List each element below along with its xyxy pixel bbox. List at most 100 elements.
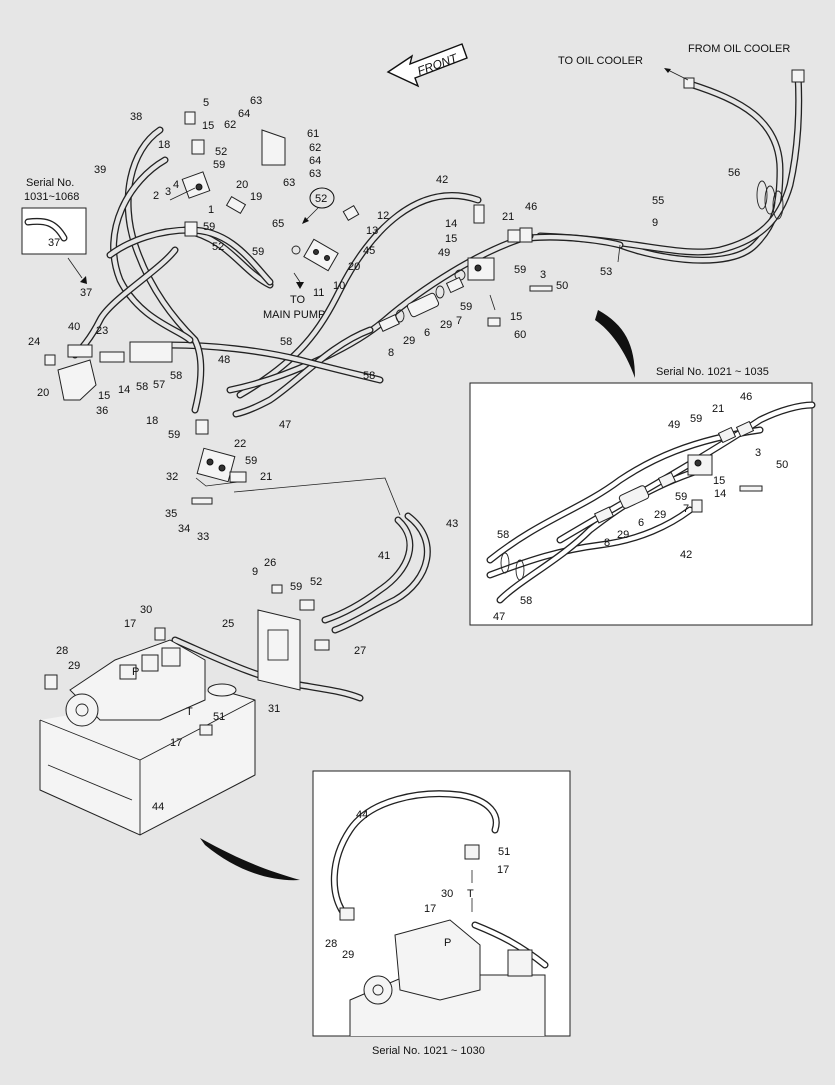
callout-c40: 40 — [68, 321, 80, 333]
callout-c63c: 63 — [283, 177, 295, 189]
callout-b17a: 17 — [497, 864, 509, 876]
callout-d7: 7 — [683, 503, 689, 515]
callout-c15a: 15 — [202, 120, 214, 132]
callout-c44a: 44 — [152, 801, 164, 813]
callout-d59a: 59 — [690, 413, 702, 425]
fittings-6-8 — [378, 276, 465, 332]
callout-c65: 65 — [272, 218, 284, 230]
detail-serial-1021-1030: Serial No. 1021 ~ 1030 — [200, 770, 571, 1057]
callout-d21: 21 — [712, 403, 724, 415]
bracket-25 — [257, 584, 330, 691]
callout-c37a: 37 — [48, 237, 60, 249]
callout-c52a: 52 — [215, 146, 227, 158]
callout-d8: 8 — [604, 537, 610, 549]
callout-c6a: 6 — [424, 327, 430, 339]
callout-d58b: 58 — [520, 595, 532, 607]
callout-c18b: 18 — [146, 415, 158, 427]
callout-c23: 23 — [96, 325, 108, 337]
callout-c58d: 58 — [363, 370, 375, 382]
callout-c62a: 62 — [224, 119, 236, 131]
fitting-block-10 — [291, 204, 360, 289]
callout-c9b: 9 — [252, 566, 258, 578]
callout-c59a: 59 — [213, 159, 225, 171]
callout-c56: 56 — [728, 167, 740, 179]
callout-c49a: 49 — [438, 247, 450, 259]
inset-serial-1031: Serial No. 1031~1068 — [21, 177, 87, 284]
callout-d29a: 29 — [654, 509, 666, 521]
callout-d3: 3 — [755, 447, 761, 459]
circled-52-text: 52 — [315, 193, 327, 205]
callout-c5: 5 — [203, 97, 209, 109]
callout-c35: 35 — [165, 508, 177, 520]
oil-cooler-hoses: TO OIL COOLER FROM OIL COOLER — [526, 43, 805, 264]
callout-c62b: 62 — [309, 142, 321, 154]
callout-c17a: 17 — [124, 618, 136, 630]
callout-c50a: 50 — [556, 280, 568, 292]
callout-c20c: 20 — [37, 387, 49, 399]
callout-c29b: 29 — [440, 319, 452, 331]
callout-b28: 28 — [325, 938, 337, 950]
callout-c31: 31 — [268, 703, 280, 715]
callout-c10: 10 — [333, 280, 345, 292]
callout-c59e: 59 — [460, 301, 472, 313]
valve-block-49 — [454, 204, 553, 327]
callout-c58c: 58 — [170, 370, 182, 382]
callout-c15c: 15 — [98, 390, 110, 402]
from-oil-cooler-label: FROM OIL COOLER — [688, 43, 790, 55]
callout-c19: 19 — [250, 191, 262, 203]
front-arrow: FRONT — [386, 43, 468, 88]
callout-c7a: 7 — [456, 315, 462, 327]
callout-c59d: 59 — [514, 264, 526, 276]
callout-d59b: 59 — [675, 491, 687, 503]
callout-d58a: 58 — [497, 529, 509, 541]
callout-c29a: 29 — [403, 335, 415, 347]
callout-c25: 25 — [222, 618, 234, 630]
callout-c4: 4 — [173, 179, 179, 191]
detail-serial-1021-1035: Serial No. 1021 ~ 1035 — [469, 310, 816, 626]
callout-c15b: 15 — [445, 233, 457, 245]
hose-42 — [236, 192, 482, 399]
callout-c34: 34 — [178, 523, 190, 535]
callout-d46: 46 — [740, 391, 752, 403]
callout-c2: 2 — [153, 190, 159, 202]
hoses-41-43 — [233, 477, 431, 634]
callout-c3b: 3 — [540, 269, 546, 281]
serial-right-label: Serial No. 1021 ~ 1035 — [656, 366, 769, 378]
hose-47 — [232, 326, 374, 418]
callout-c47a: 47 — [279, 419, 291, 431]
callout-c8a: 8 — [388, 347, 394, 359]
callout-b30: 30 — [441, 888, 453, 900]
serial-left-line1: Serial No. — [26, 177, 74, 189]
callout-c59h: 59 — [290, 581, 302, 593]
callout-c45: 45 — [363, 245, 375, 257]
callout-c29c: 29 — [68, 660, 80, 672]
callout-c52b: 52 — [212, 241, 224, 253]
callout-d29b: 29 — [617, 529, 629, 541]
callout-c15d: 15 — [510, 311, 522, 323]
callout-c59g: 59 — [245, 455, 257, 467]
callout-c58a: 58 — [280, 336, 292, 348]
callout-d47: 47 — [493, 611, 505, 623]
callout-c27: 27 — [354, 645, 366, 657]
callout-c51a: 51 — [213, 711, 225, 723]
to-oil-cooler-label: TO OIL COOLER — [558, 55, 643, 67]
callout-c38: 38 — [130, 111, 142, 123]
serial-left-line2: 1031~1068 — [24, 191, 79, 203]
callout-c26: 26 — [264, 557, 276, 569]
callout-c61: 61 — [307, 128, 319, 140]
callout-c39: 39 — [94, 164, 106, 176]
callout-c63b: 63 — [309, 168, 321, 180]
callout-c1: 1 — [208, 204, 214, 216]
serial-bottom-label: Serial No. 1021 ~ 1030 — [372, 1045, 485, 1057]
callout-d15: 15 — [713, 475, 725, 487]
callout-c14b: 14 — [118, 384, 130, 396]
callout-d14: 14 — [714, 488, 726, 500]
callout-bP: P — [444, 937, 451, 949]
to-main-pump-line2: MAIN PUMP — [263, 309, 325, 321]
callout-c24: 24 — [28, 336, 40, 348]
callout-d6: 6 — [638, 517, 644, 529]
callout-b44: 44 — [356, 809, 368, 821]
